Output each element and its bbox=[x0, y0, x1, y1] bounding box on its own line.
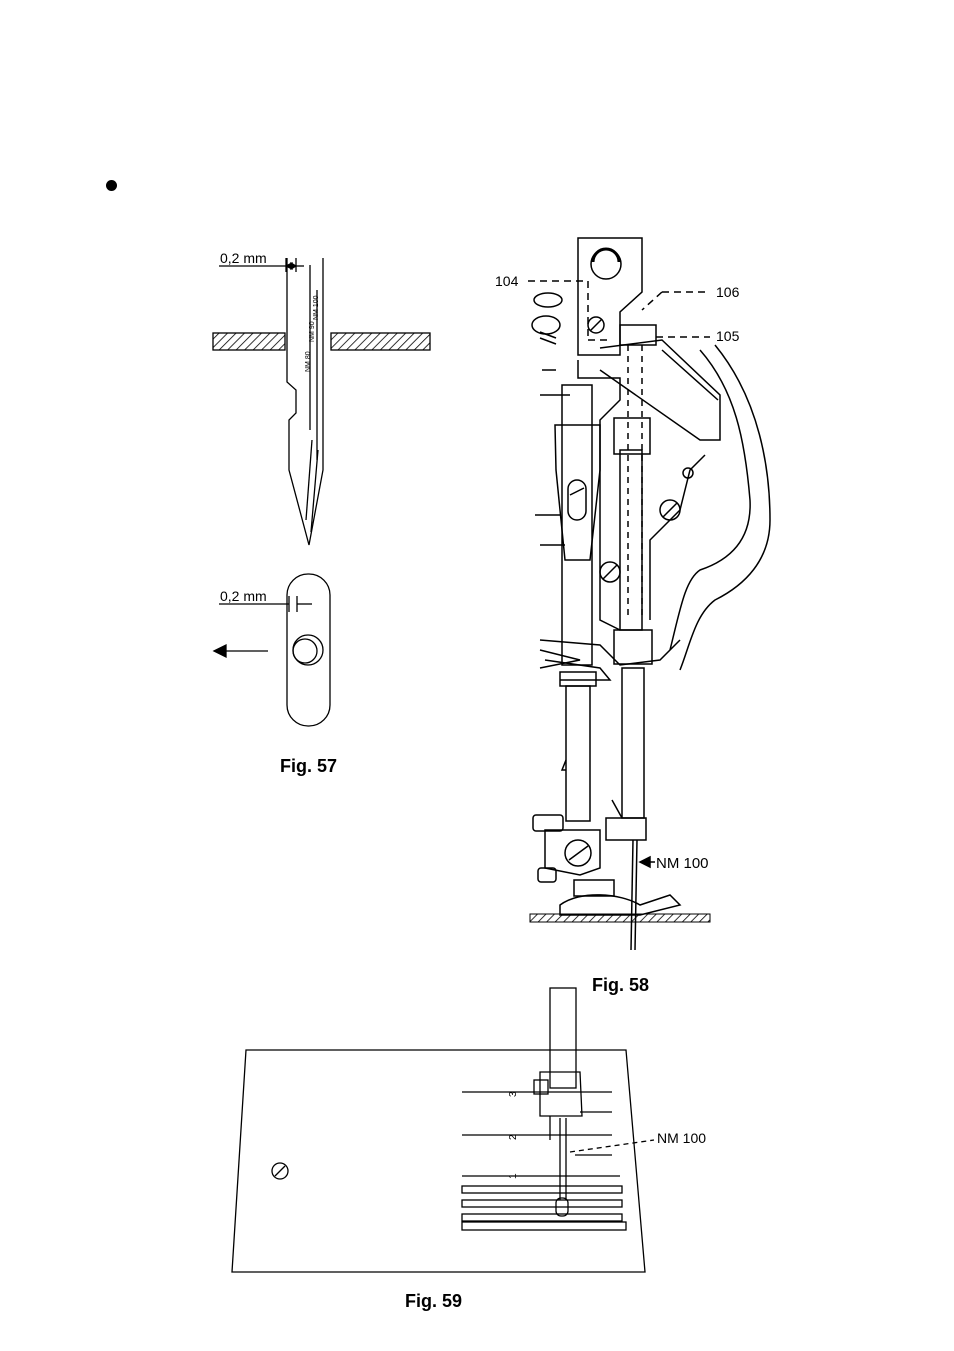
fig59-needle-plate-diagram bbox=[231, 987, 655, 1273]
fig57-caption: Fig. 57 bbox=[280, 756, 337, 776]
fig59-scale-mark-2: 2 bbox=[508, 1134, 519, 1140]
fig57-needle-diagram bbox=[212, 258, 431, 727]
fig57-needle-size-100: NM 100 bbox=[313, 295, 320, 320]
fig58-machine-head-diagram bbox=[528, 237, 771, 951]
fig58-callout-104: 104 bbox=[495, 273, 519, 289]
fig58-needle-label: NM 100 bbox=[656, 855, 709, 872]
bullet-point bbox=[106, 180, 117, 191]
fig58-callout-105: 105 bbox=[716, 328, 740, 344]
fig59-needle-label: NM 100 bbox=[657, 1130, 706, 1146]
fig57-dimension-top: 0,2 mm bbox=[220, 250, 267, 266]
fig58-callout-106: 106 bbox=[716, 284, 740, 300]
fig58-caption: Fig. 58 bbox=[592, 975, 649, 995]
fig57-needle-size-80: NM 80 bbox=[305, 351, 312, 372]
fig59-scale-mark-3: 3 bbox=[508, 1091, 519, 1097]
fig59-caption: Fig. 59 bbox=[405, 1291, 462, 1311]
fig57-dimension-bottom: 0,2 mm bbox=[220, 588, 267, 604]
fig59-scale-mark-1: 1 bbox=[508, 1173, 519, 1179]
fig57-needle-size-90: NM 90 bbox=[309, 321, 316, 342]
